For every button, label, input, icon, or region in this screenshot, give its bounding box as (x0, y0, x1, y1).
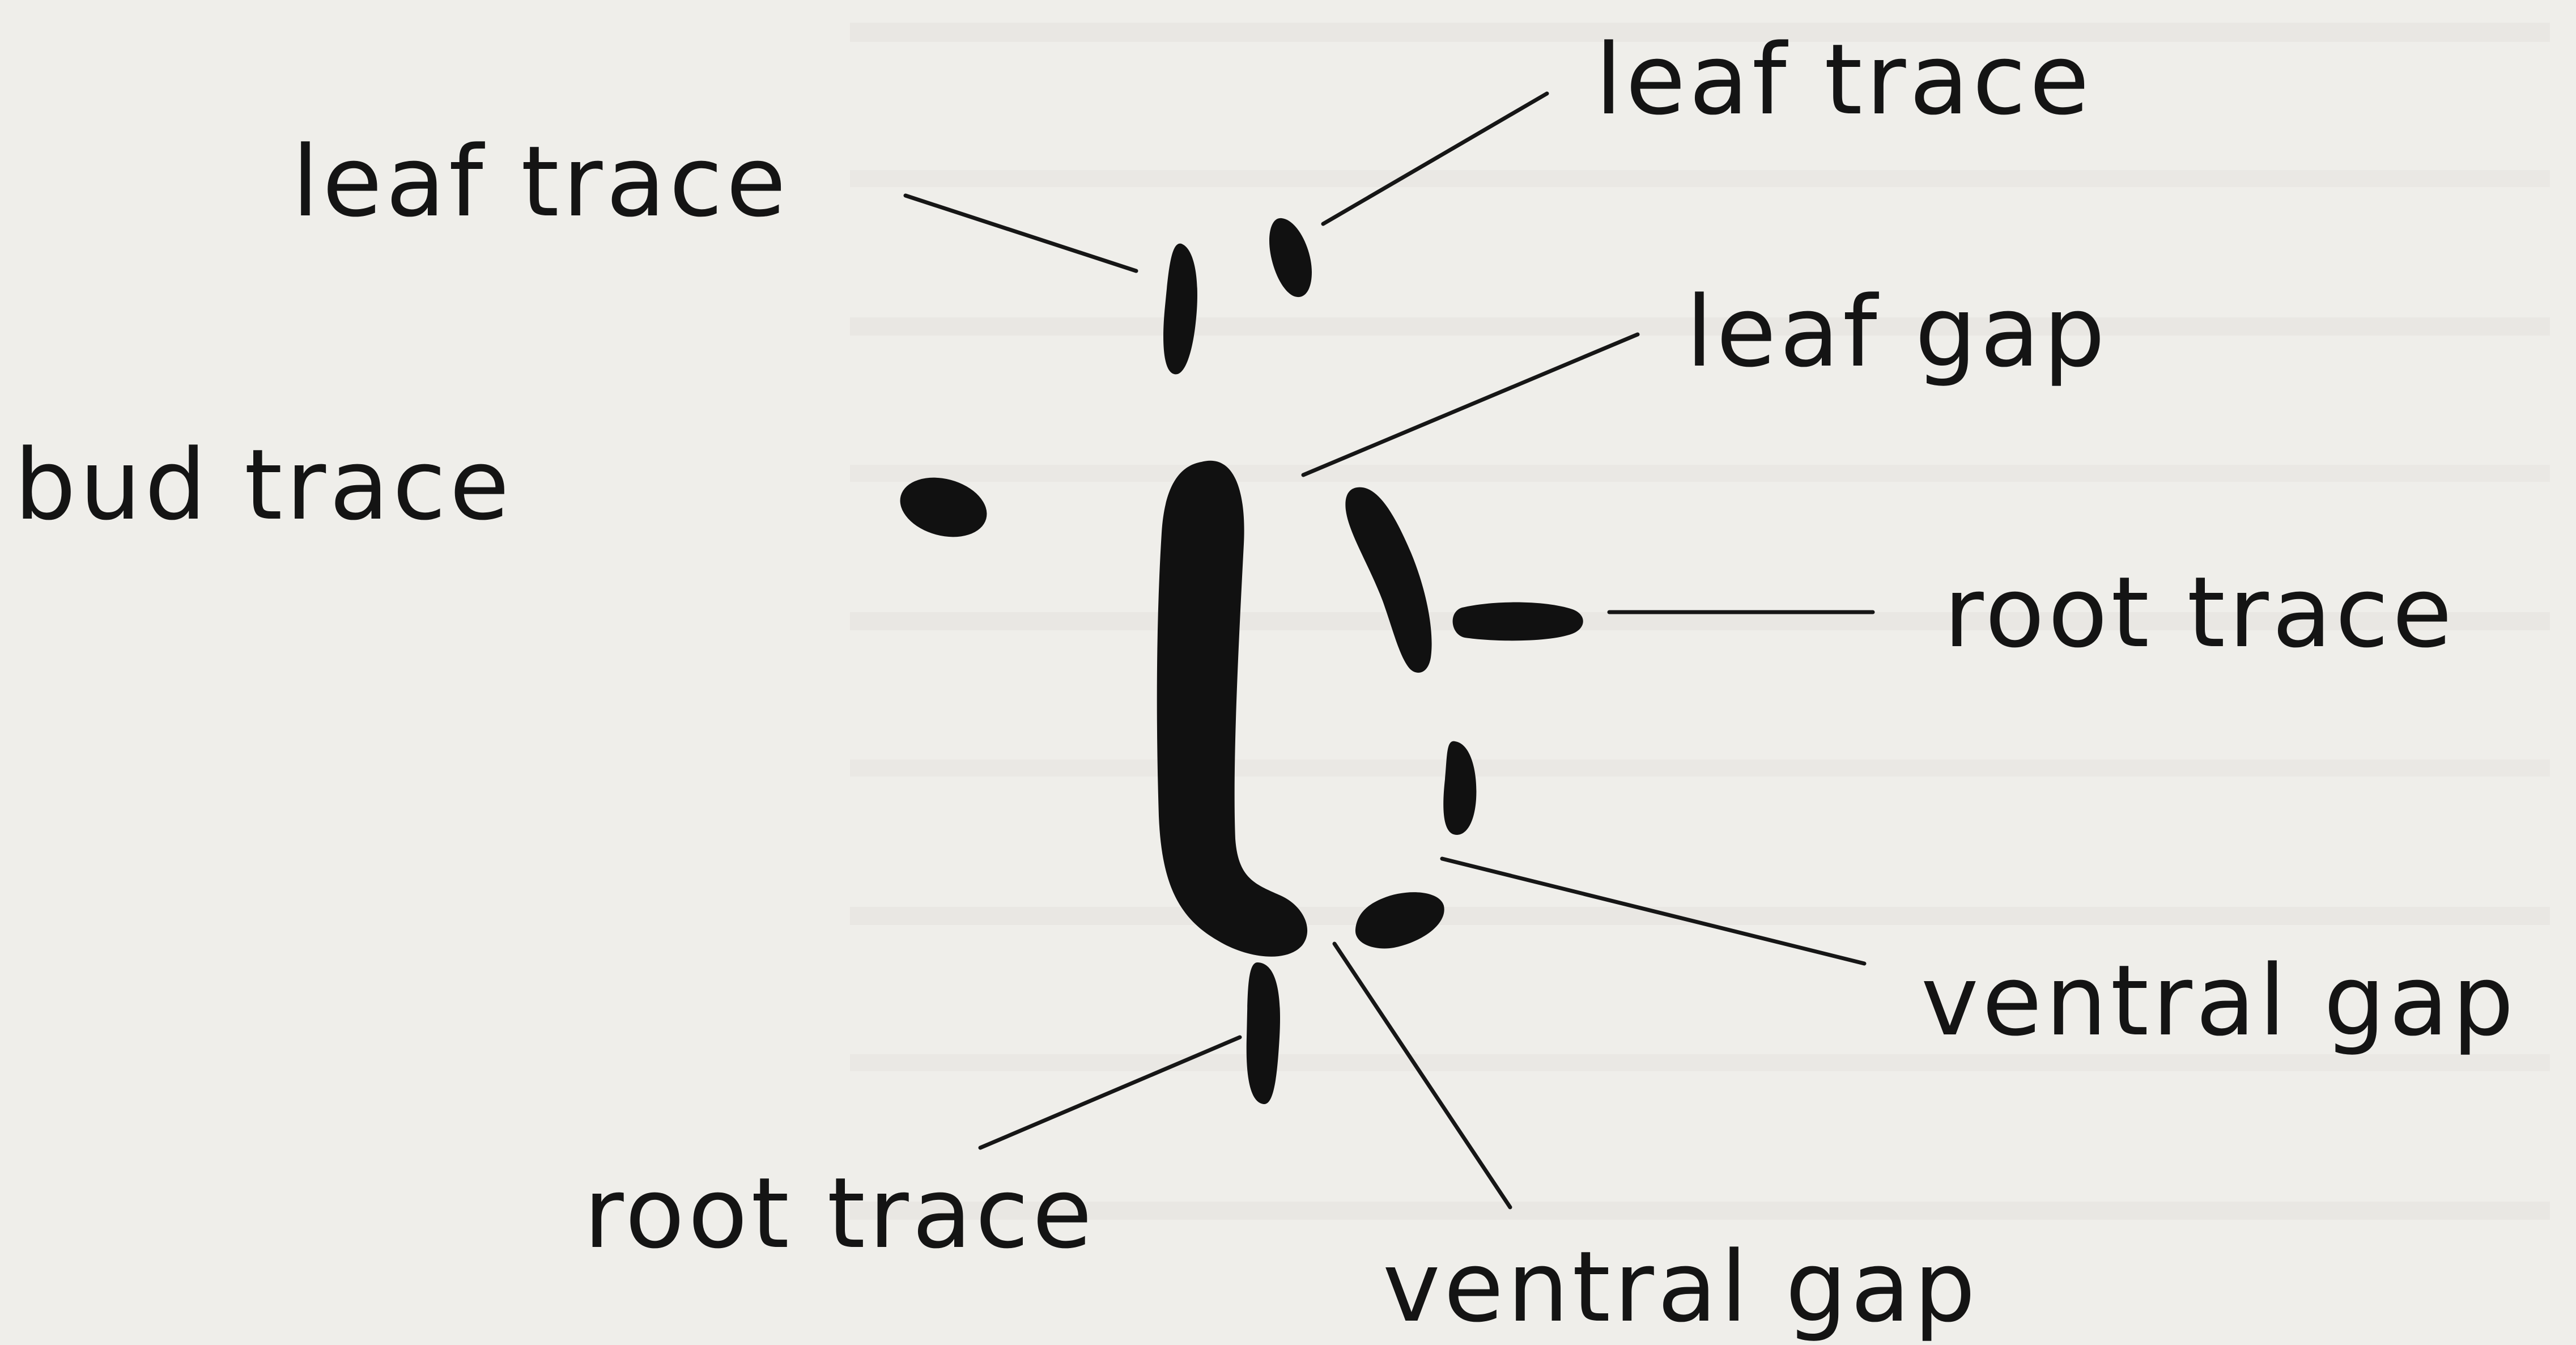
leader-ventral-gap-bottom (1334, 944, 1510, 1207)
right-stele-segment-shape (1345, 487, 1431, 673)
label-ventral-gap-bottom: ventral gap (1383, 1230, 1979, 1344)
root-trace-bottom-shape (1247, 962, 1280, 1104)
label-ventral-gap-right: ventral gap (1921, 944, 2517, 1058)
leader-leaf-trace-left (906, 196, 1136, 271)
main-stele-shape (1157, 461, 1307, 957)
trace-shapes (894, 218, 1583, 1104)
label-root-trace-right: root trace (1944, 555, 2455, 669)
small-right-segment-shape (1443, 741, 1476, 835)
leaf-trace-left-shape (1163, 244, 1197, 375)
leader-leaf-gap (1303, 334, 1638, 475)
lower-right-segment-shape (1355, 892, 1444, 948)
label-leaf-gap: leaf gap (1686, 275, 2109, 389)
label-root-trace-bottom: root trace (584, 1156, 1095, 1270)
leader-lines (906, 94, 1873, 1207)
root-trace-right-shape (1453, 603, 1583, 641)
leaf-trace-right-shape (1269, 218, 1312, 297)
label-bud-trace: bud trace (14, 428, 513, 542)
label-leaf-trace-left: leaf trace (292, 125, 789, 239)
leader-leaf-trace-right (1323, 94, 1547, 224)
leader-root-trace-bottom (980, 1037, 1240, 1148)
labels: leaf trace leaf trace leaf gap bud trace… (14, 23, 2517, 1344)
label-leaf-trace-right: leaf trace (1595, 23, 2093, 137)
